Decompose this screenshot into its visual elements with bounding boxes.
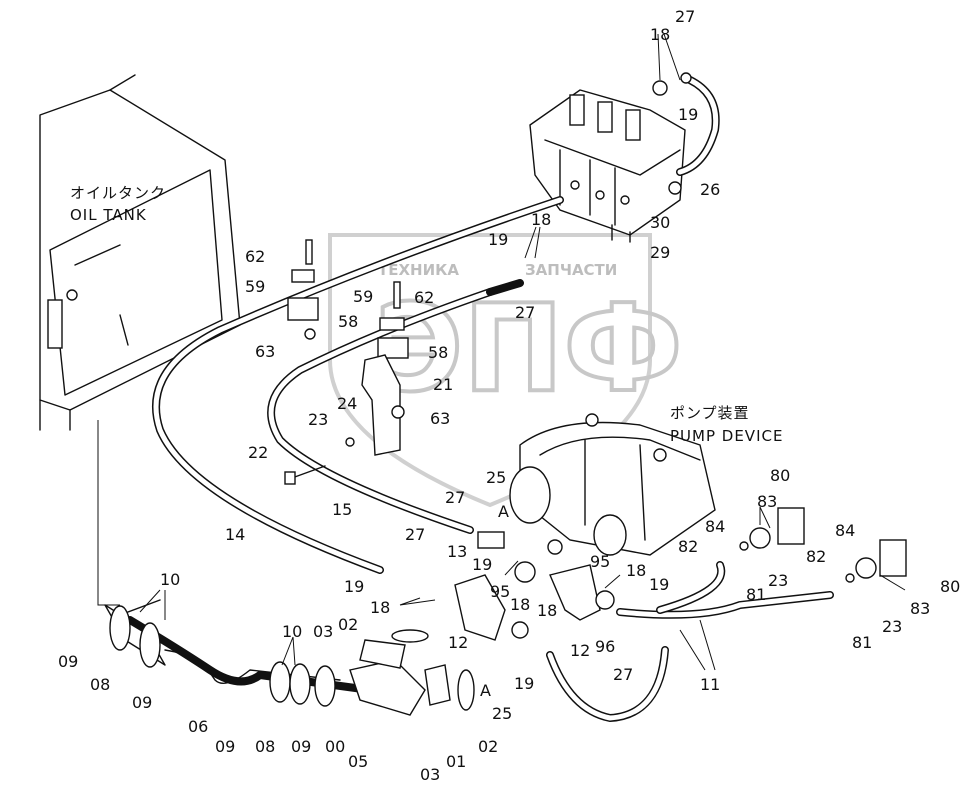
callout: 18 [650,25,670,44]
callout: 18 [510,595,530,614]
callout: 63 [255,342,275,361]
callout: 01 [446,752,466,771]
callout: 29 [650,243,670,262]
callout: 23 [308,410,328,429]
pump-label-en: PUMP DEVICE [670,427,783,445]
callout: 81 [746,585,766,604]
callout: 23 [882,617,902,636]
callout: 95 [490,582,510,601]
control-valve [529,89,686,243]
callout: 59 [245,277,265,296]
callout: 12 [570,641,590,660]
callout: 81 [852,633,872,652]
callout: 59 [353,287,373,306]
callout: 19 [649,575,669,594]
callout: 62 [245,247,265,266]
callout: 13 [447,542,467,561]
callout: 19 [488,230,508,249]
callout: 02 [478,737,498,756]
callout: 18 [626,561,646,580]
watermark: ТЕХНИКА ЗАПЧАСТИ ЭПФ [328,233,685,508]
callout: 03 [420,765,440,784]
callout: 95 [590,552,610,571]
callout: 19 [472,555,492,574]
callout: A [480,681,491,700]
clamp-left [287,239,319,340]
callout: 80 [770,466,790,485]
callout: 18 [537,601,557,620]
flange-18-top [652,80,668,96]
callout: 03 [313,622,333,641]
callout: 63 [430,409,450,428]
callout: 25 [486,468,506,487]
callout: 19 [514,674,534,693]
watermark-right-text: ЗАПЧАСТИ [525,261,617,279]
callout: 10 [282,622,302,641]
callout: 83 [910,599,930,618]
callout: 12 [448,633,468,652]
callout: 25 [492,704,512,723]
watermark-logo: ЭПФ [375,280,683,419]
callout: 11 [700,675,720,694]
callout: 15 [332,500,352,519]
callout: 10 [160,570,180,589]
callout: 19 [344,577,364,596]
callout: 83 [757,492,777,511]
callout: 05 [348,752,368,771]
callout: 82 [806,547,826,566]
callout: 08 [90,675,110,694]
callout: 84 [835,521,855,540]
callout: 27 [675,7,695,26]
leader-lines [139,33,906,671]
callout: 09 [215,737,235,756]
callout: 30 [650,213,670,232]
callout: 96 [595,637,615,656]
oil-tank-label-en: OIL TANK [70,206,147,224]
pump-device [509,413,716,556]
callout: 14 [225,525,245,544]
callout: 02 [338,615,358,634]
block-96 [549,564,601,621]
callout: 62 [414,288,434,307]
callout: 58 [428,343,448,362]
flange-80-upper [777,507,805,545]
callout: 24 [337,394,357,413]
callout: 00 [325,737,345,756]
callout: 27 [445,488,465,507]
callout: 22 [248,443,268,462]
callout: 09 [58,652,78,671]
callout: 27 [515,303,535,322]
callout: 08 [255,737,275,756]
clamp-right [377,281,409,359]
watermark-left-text: ТЕХНИКА [378,261,459,279]
callout: 58 [338,312,358,331]
callout: A [498,502,509,521]
bolt-22 [291,465,326,479]
callout: 27 [405,525,425,544]
callout: 18 [531,210,551,229]
bracket-21 [361,354,401,456]
callout: 09 [291,737,311,756]
callout: 27 [613,665,633,684]
callout: 26 [700,180,720,199]
block-13 [454,574,506,641]
callout: 06 [188,717,208,736]
oil-tank-label-jp: オイルタンク [70,184,166,202]
pump-label-jp: ポンプ装置 [670,404,750,422]
callout: 80 [940,577,960,596]
callout: 82 [678,537,698,556]
callout: 84 [705,517,725,536]
flange-80-lower [879,539,907,577]
callout: 21 [433,375,453,394]
suction-pipe [104,599,475,716]
callout: 18 [370,598,390,617]
oil-tank [39,74,241,606]
callouts: 27 18 19 26 18 19 30 29 27 62 59 58 59 6… [58,7,960,784]
callout: 19 [678,105,698,124]
callout: 09 [132,693,152,712]
callout: 23 [768,571,788,590]
